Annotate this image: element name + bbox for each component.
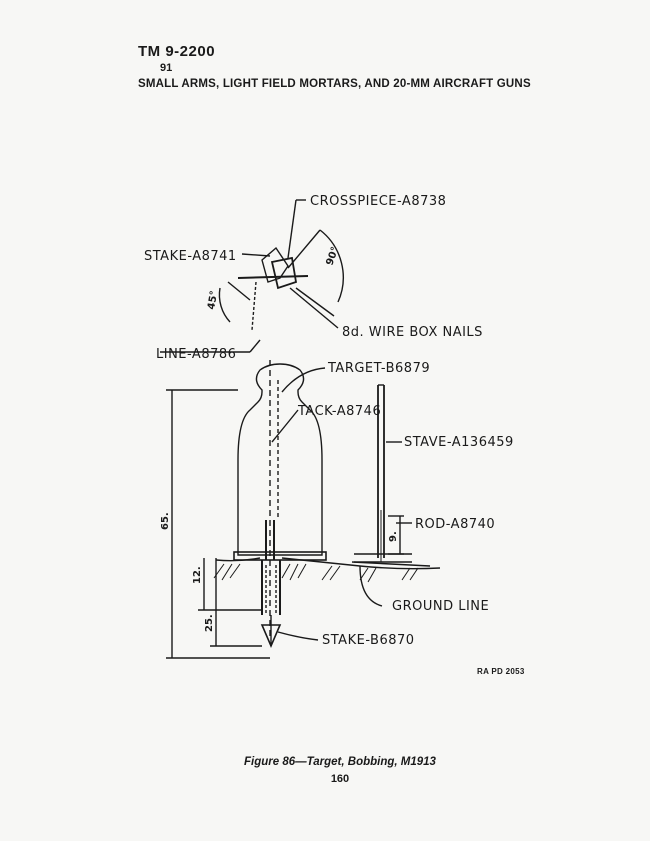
dim-12: 12. [192,566,203,584]
figure-drawing: CROSSPIECE-A8738 STAKE-A8741 8d. WIRE BO… [144,194,514,659]
dim-65: 65. [160,512,171,530]
figure-caption: Figure 86—Target, Bobbing, M1913 [244,756,436,768]
figure-reference-code: RA PD 2053 [477,667,525,676]
stake-large-leader [277,631,319,641]
angle-45-arc [218,287,231,323]
label-nails: 8d. WIRE BOX NAILS [342,325,483,340]
label-stake-large: STAKE-B6870 [322,633,415,648]
ground-hatching [213,563,419,583]
target-silhouette [237,363,323,556]
label-ground-line: GROUND LINE [392,599,489,614]
label-stake-small: STAKE-A8741 [144,249,237,264]
label-rod: ROD-A8740 [415,517,495,532]
label-crosspiece: CROSSPIECE-A8738 [310,194,446,209]
page-running-title: SMALL ARMS, LIGHT FIELD MORTARS, AND 20-… [138,78,531,90]
label-stave: STAVE-A136459 [404,435,514,450]
tm-number: TM 9-2200 [138,43,216,60]
ground-leader [359,565,383,607]
figure-target-bobbing: CROSSPIECE-A8738 STAKE-A8741 8d. WIRE BO… [120,170,540,690]
label-target: TARGET-B6879 [327,361,430,376]
tack-leader [271,409,299,443]
stake-small-leader [241,253,271,257]
crosspiece-bar [237,275,309,279]
dim-9: 9. [388,531,399,542]
section-number: 91 [160,62,173,74]
nails-leader [289,287,339,329]
label-line: LINE-A8786 [156,347,236,362]
target-leader [281,367,326,393]
crosspiece-leader [287,199,297,259]
target-base [233,551,327,561]
crosspiece-block [270,256,298,290]
ground-line-left [215,557,261,562]
stake-small-shape [261,246,289,283]
page-number: 160 [330,773,350,785]
dim-angle-45: 45° [206,290,220,311]
dim-25: 25. [204,614,215,632]
label-tack: TACK-A8746 [297,404,381,419]
line-cord-top [251,281,257,331]
angle-90-arc [287,229,344,303]
